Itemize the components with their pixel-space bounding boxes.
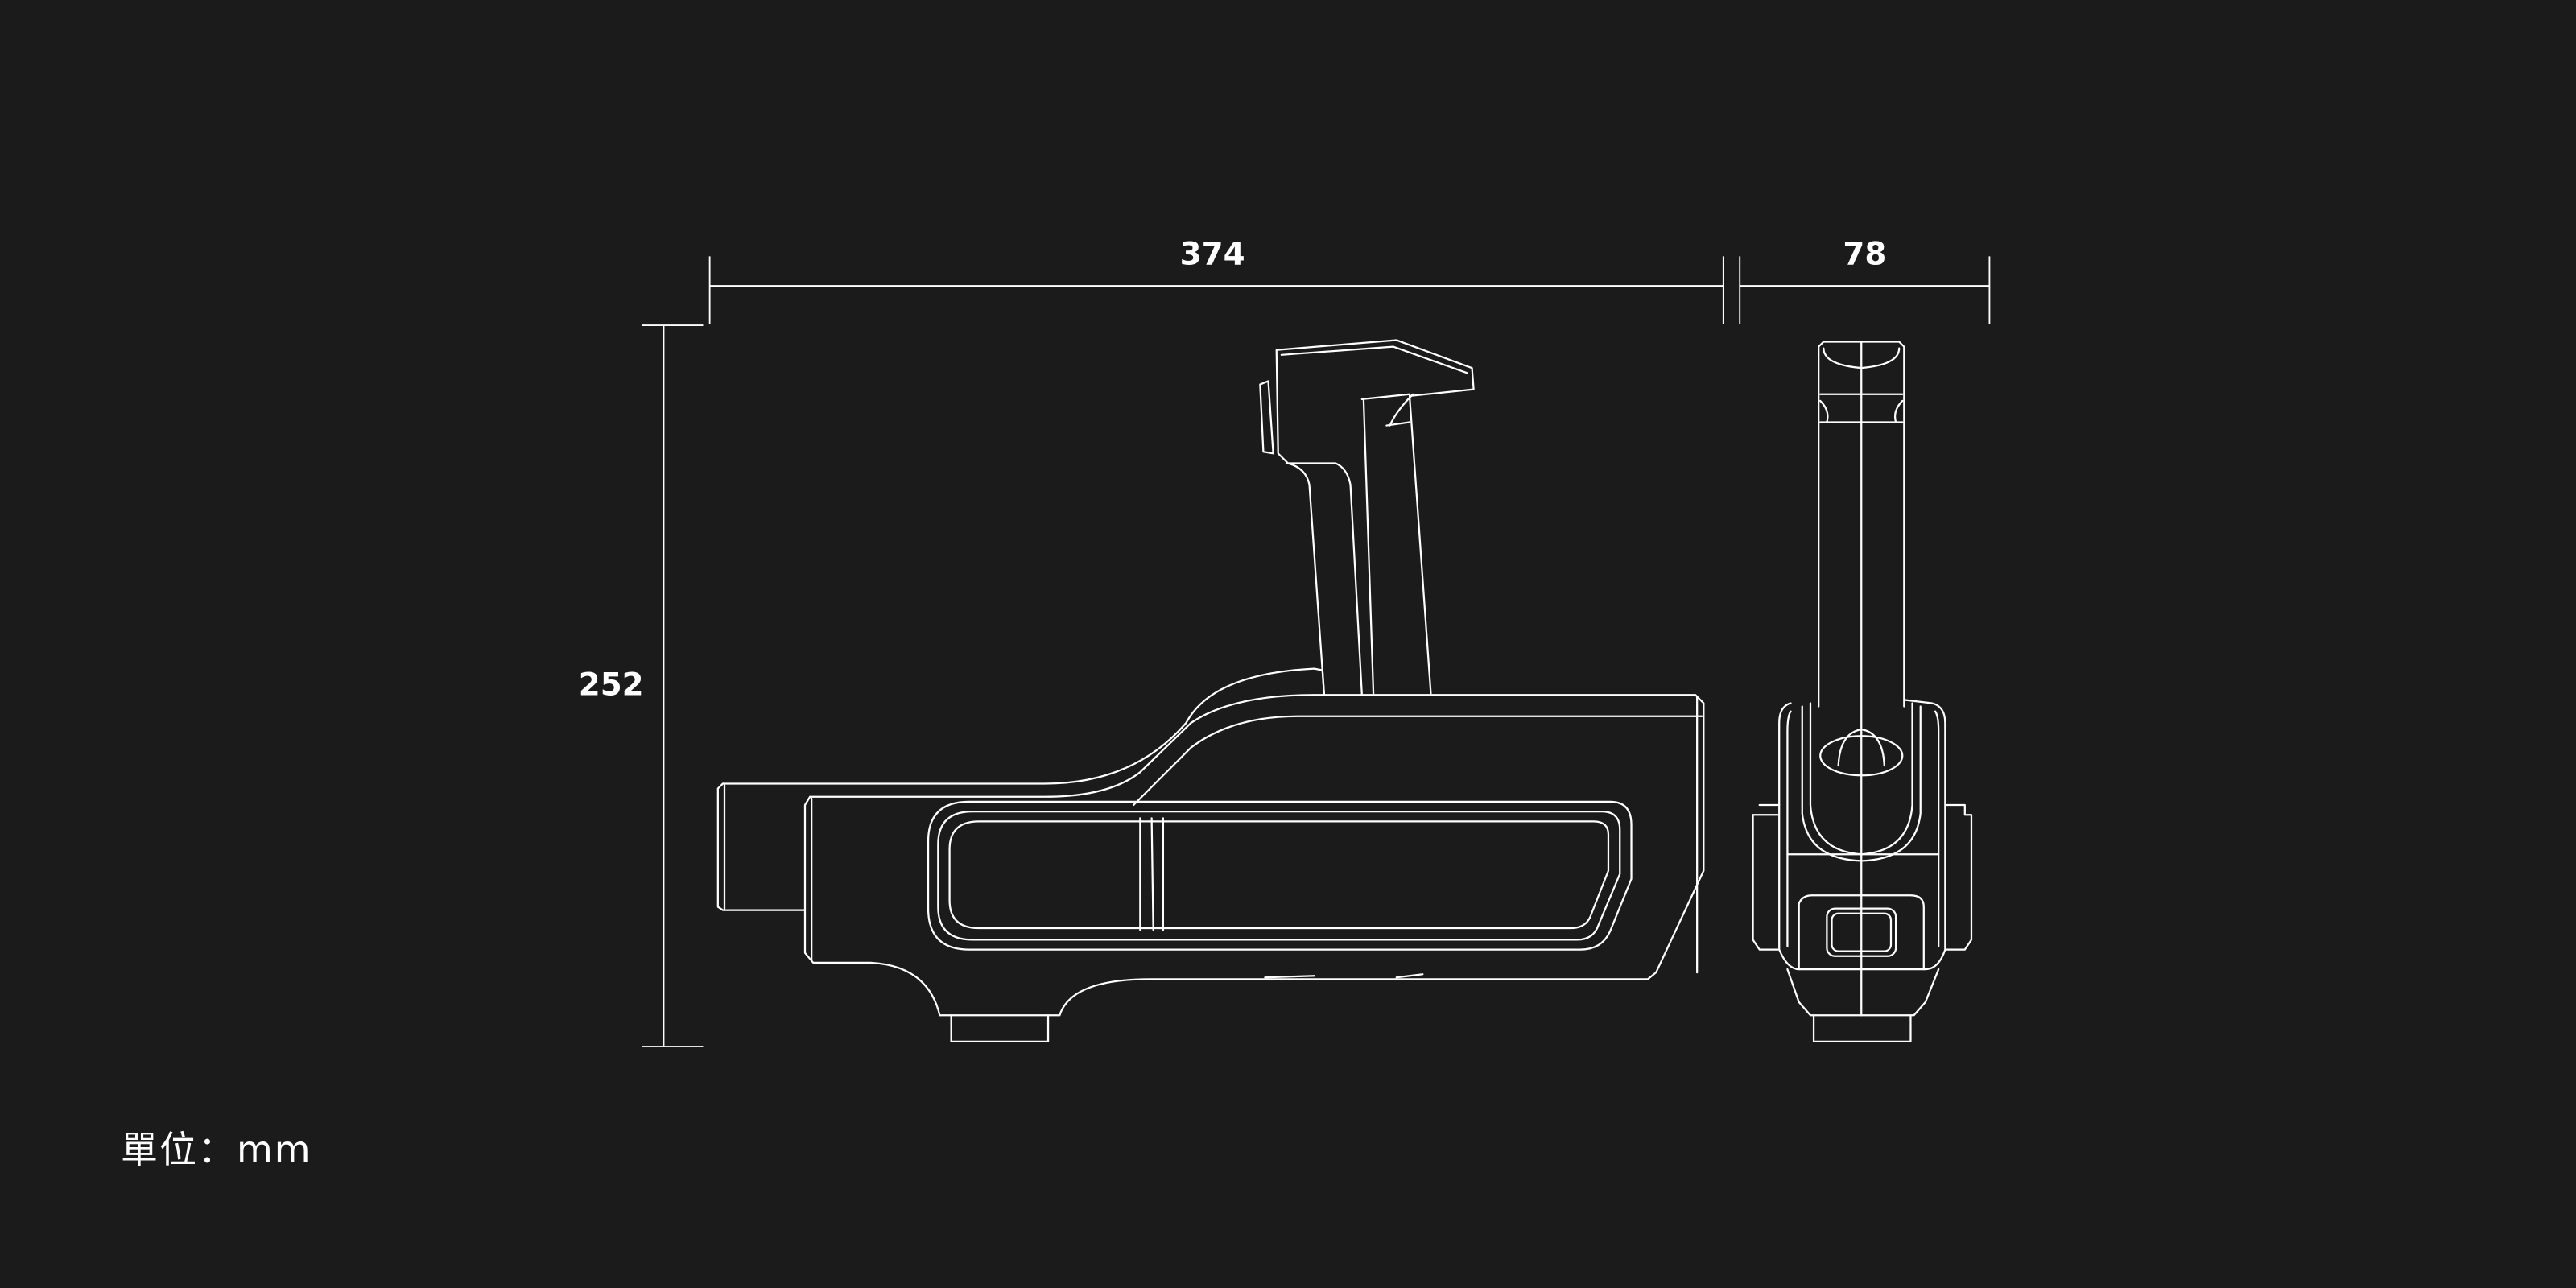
front-base xyxy=(1786,968,1940,1042)
window-panel xyxy=(927,800,1633,951)
main-body xyxy=(803,694,1705,1017)
height-label: 252 xyxy=(579,667,644,703)
length-label: 374 xyxy=(1180,237,1245,273)
front-view xyxy=(1752,341,1973,1042)
front-handle xyxy=(1818,341,1905,1017)
unit-label: 單位：mm xyxy=(121,1128,312,1171)
front-body xyxy=(1752,699,1973,971)
width-label: 78 xyxy=(1843,237,1886,273)
nozzle-barrel xyxy=(716,667,1326,911)
height-dimension-line xyxy=(642,324,704,1047)
base-foot xyxy=(950,1014,1050,1042)
length-dimension-line xyxy=(708,256,1724,324)
handle xyxy=(1259,339,1475,696)
front-display xyxy=(1798,894,1925,971)
side-view xyxy=(716,339,1705,1042)
width-dimension-line xyxy=(1739,256,1991,324)
